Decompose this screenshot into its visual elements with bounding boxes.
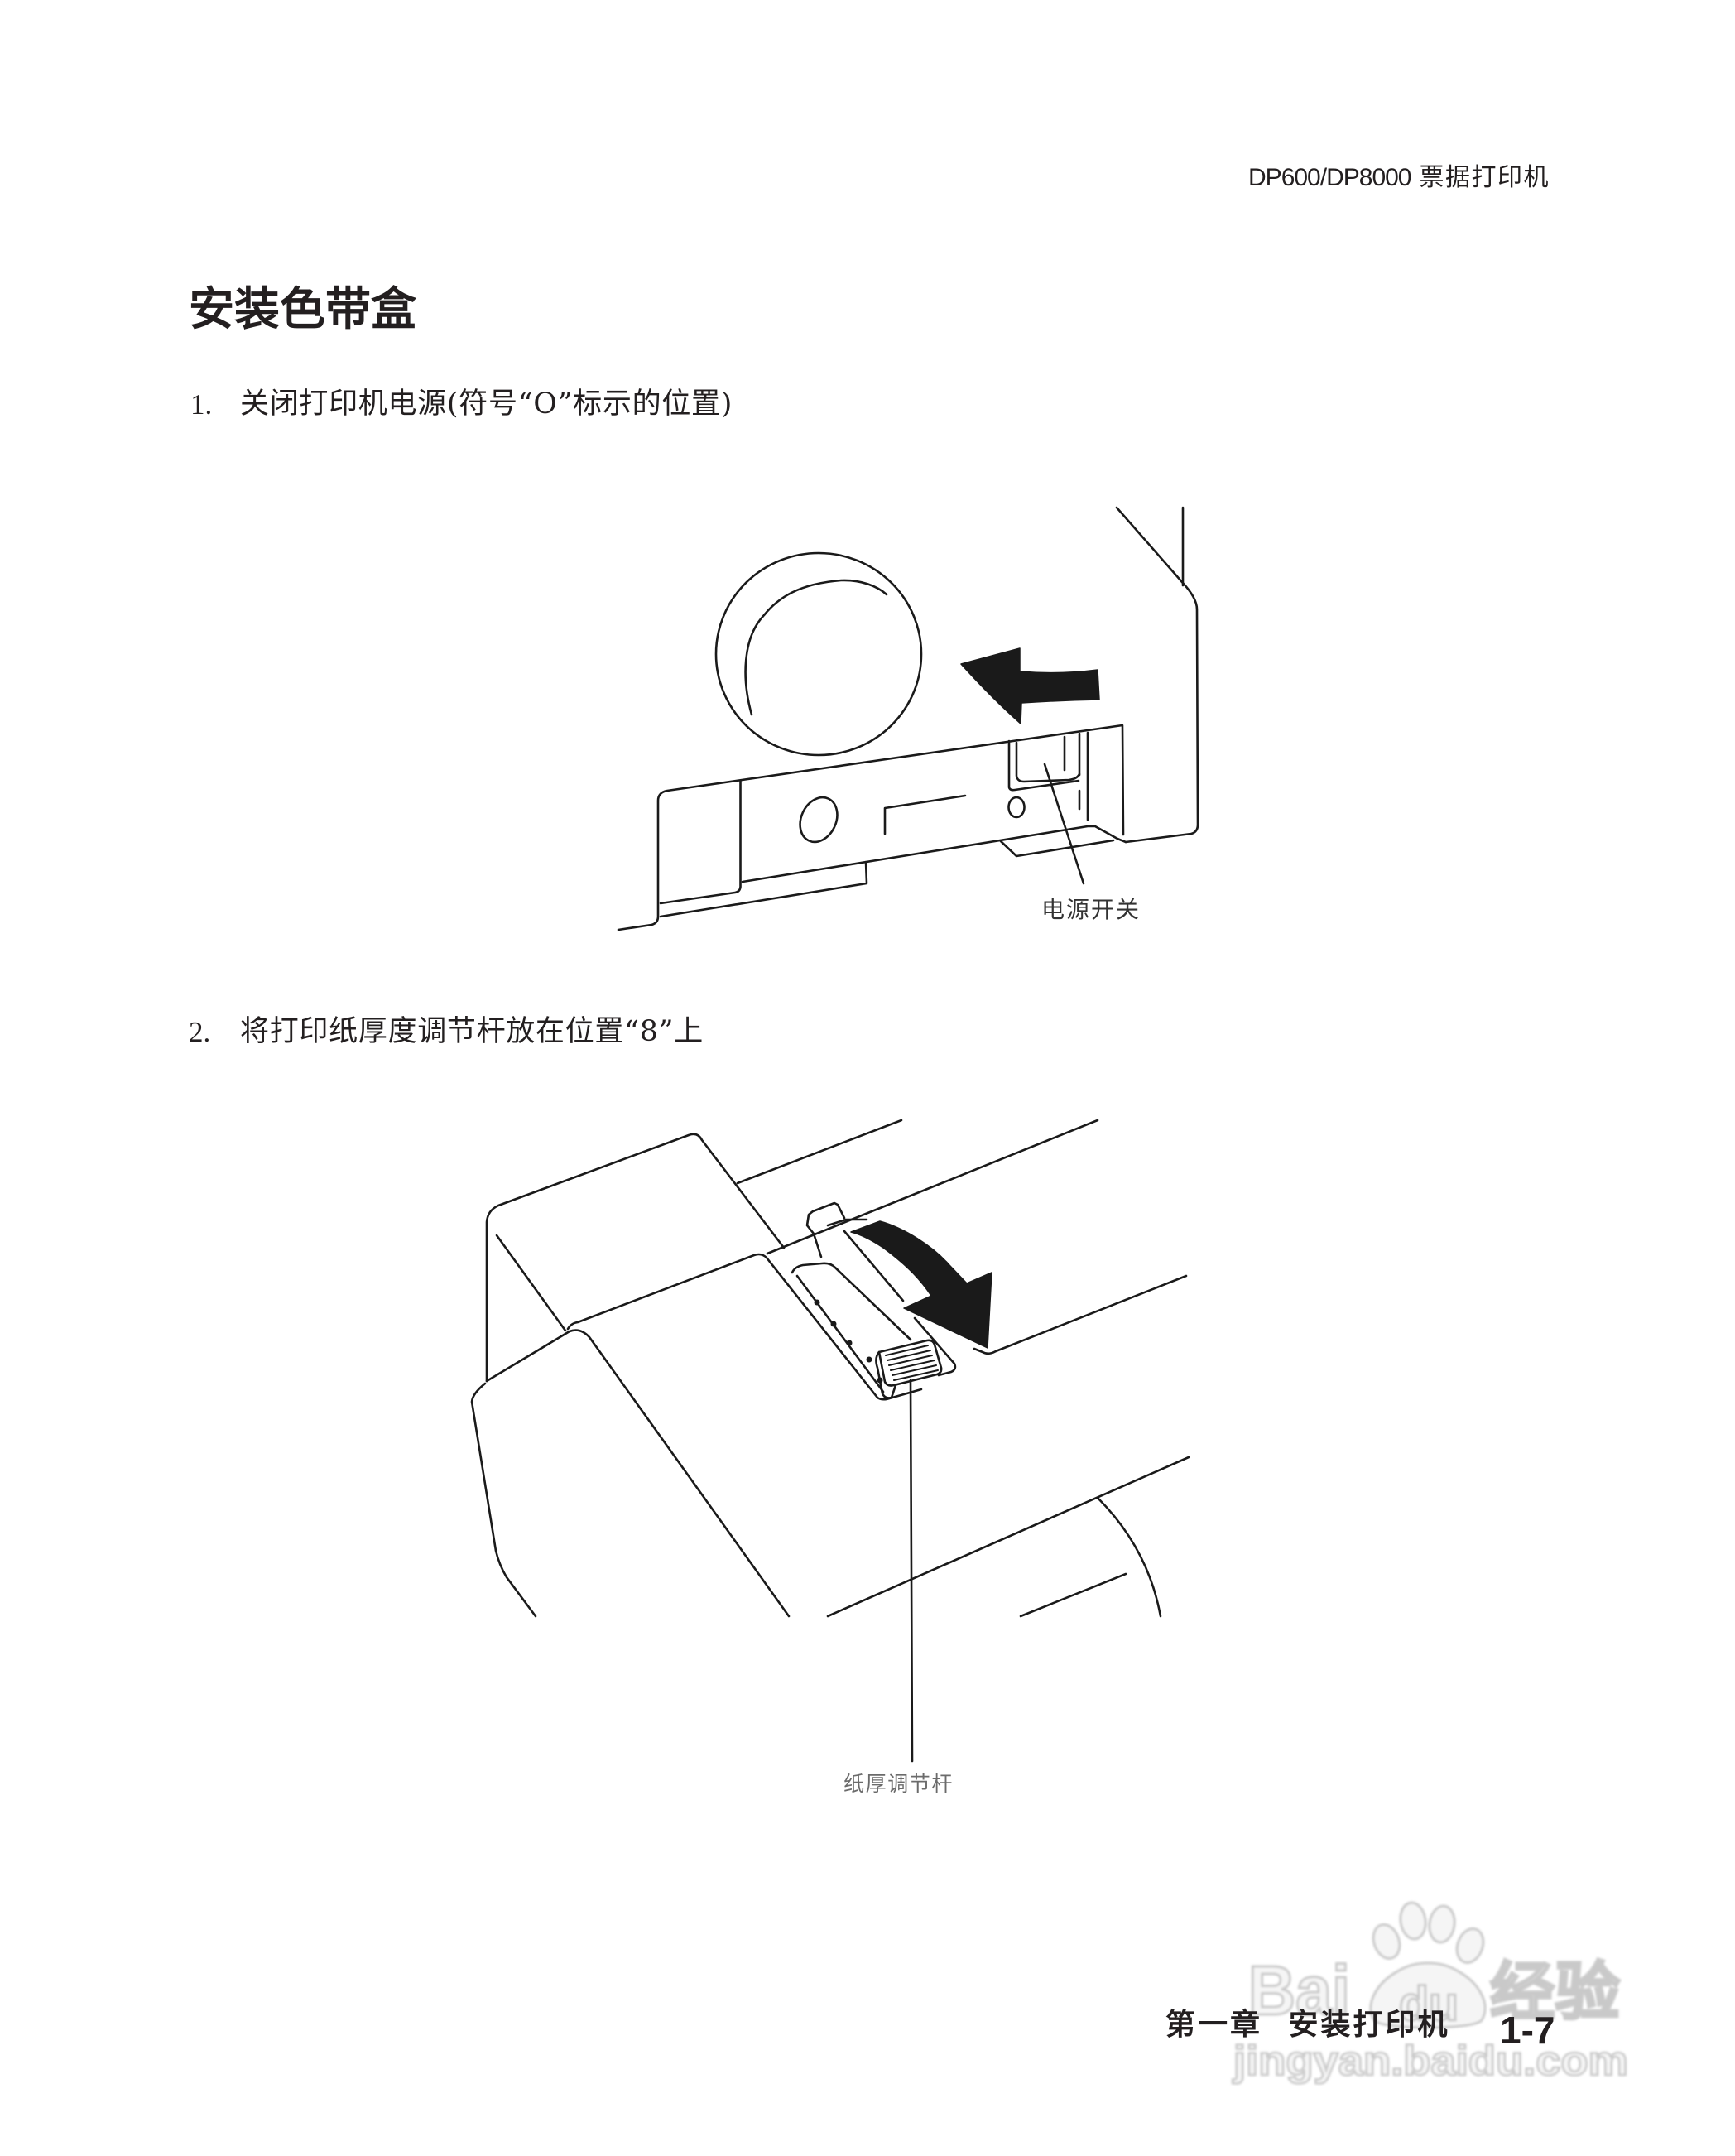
header-model: DP600/DP8000 (1248, 164, 1411, 191)
paper-tray-edge (1019, 1572, 1127, 1618)
callout-leader-line (1043, 763, 1085, 885)
figure-power-switch (617, 506, 1199, 931)
lever-guide-top (826, 1218, 868, 1227)
step-2-text: 将打印纸厚度调节杆放在位置“8”上 (240, 1015, 704, 1048)
watermark-logo-paw-text: du (1399, 1977, 1459, 2031)
panel-slot (883, 794, 967, 835)
figure-paper-thickness-lever (470, 1119, 1190, 1763)
printer-top-cover (485, 1133, 786, 1383)
lower-body-top-edge (566, 1253, 923, 1401)
step-2-number: 2. (189, 1016, 211, 1048)
front-panel-bottom-edge (741, 825, 1127, 883)
running-header: DP600/DP8000 票据打印机 (1248, 166, 1550, 190)
paper-guide-edge (973, 1274, 1188, 1355)
front-panel-tab (999, 839, 1115, 858)
watermark-url: jingyan.baidu.com (1233, 2038, 1628, 2084)
lever-slot-inner (795, 1274, 885, 1393)
paper-thickness-lever-knob (875, 1339, 943, 1399)
lever-slot (791, 1262, 912, 1341)
figure-1-callout: 电源开关 (1041, 896, 1141, 923)
front-panel-lower-edge (659, 860, 868, 918)
platen-knob-inner-arc (744, 579, 888, 716)
section-title: 安装色带盒 (189, 282, 417, 335)
cover-inner-edge (495, 1234, 567, 1332)
front-cover-top-right (485, 1329, 791, 1618)
front-bottom-edge (826, 1456, 1190, 1618)
front-panel-divider (659, 779, 742, 905)
callout-leader-line (909, 1379, 914, 1763)
cover-back-edge (736, 1119, 903, 1185)
lever-frame-right (913, 1316, 957, 1377)
footer-chapter: 第一章 安装打印机 (1165, 2008, 1450, 2042)
step-1-number: 1. (190, 388, 213, 421)
front-cover-left (470, 1382, 537, 1618)
indicator-hole (1007, 796, 1026, 819)
header-product: 票据打印机 (1419, 163, 1550, 192)
step-1-text: 关闭打印机电源(符号“O”标示的位置) (240, 387, 733, 421)
baidu-watermark: Bai du 经验 jingyan.baidu.com (1232, 1901, 1629, 2085)
watermark-logo-right: 经验 (1490, 1957, 1620, 2028)
paper-path-edge (766, 1119, 1099, 1255)
lever-position-marks (814, 1299, 883, 1384)
lever-tab (805, 1201, 846, 1258)
paw-icon (1369, 1901, 1487, 2029)
platen-knob (714, 551, 923, 757)
lever-guide (843, 1230, 905, 1302)
watermark-logo-left: Bai (1248, 1951, 1350, 2029)
front-panel-outline (617, 724, 1125, 931)
power-switch (1007, 731, 1089, 821)
paper-tray-curve (1096, 1496, 1162, 1618)
curved-arrow-down-right-icon (850, 1220, 992, 1349)
figure-2-callout: 纸厚调节杆 (843, 1772, 954, 1796)
screw-hole (799, 796, 839, 844)
page-number: 1-7 (1500, 2009, 1555, 2052)
curved-arrow-left-icon (960, 647, 1100, 724)
printer-body-outline (1115, 506, 1199, 844)
